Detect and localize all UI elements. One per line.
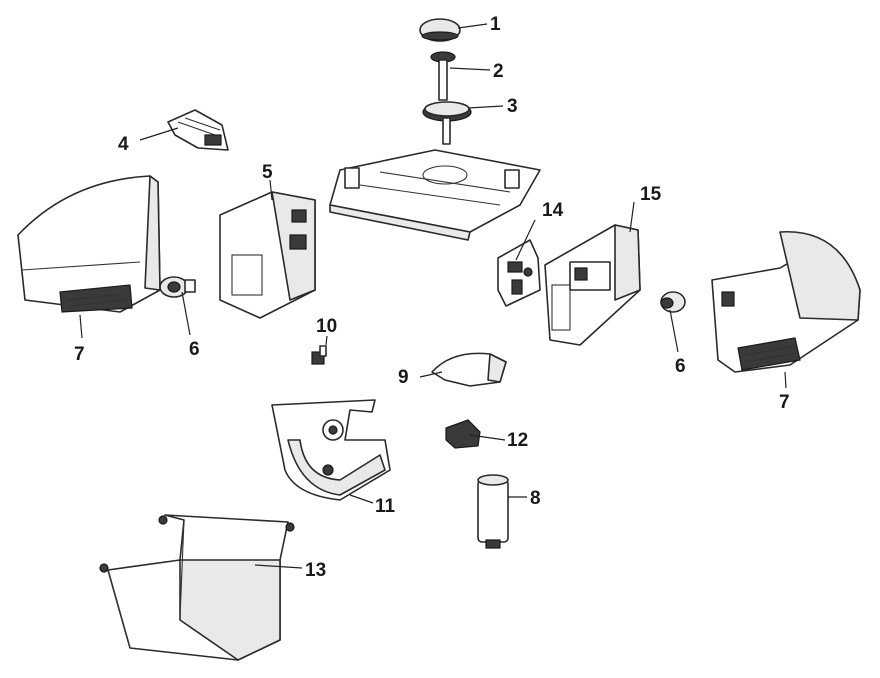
callout-14: 14 [542,200,564,221]
part-15-housing [544,224,641,346]
part-9-lens [431,352,507,387]
callout-12: 12 [507,430,528,451]
part-7-cover-right [711,231,861,373]
part-3-gear [422,101,472,145]
callout-labels: 1 2 3 4 5 6 6 7 7 8 9 10 11 12 13 14 15 [74,14,790,581]
part-7-cover-left [17,175,161,313]
callout-9: 9 [398,367,409,388]
part-14-board [497,239,541,307]
part-11-drive [271,399,391,501]
callout-11: 11 [375,496,396,517]
part-12-sensor [445,419,481,449]
callout-6-right: 6 [675,356,686,377]
part-10-clip [311,345,327,365]
callout-13: 13 [305,560,326,581]
leader-lines [79,23,787,569]
part-1-cap [419,18,461,42]
callout-4: 4 [118,134,129,155]
part-6-socket-left [159,276,196,298]
chassis-plate [329,149,541,241]
callout-10: 10 [316,316,337,337]
part-13-bottom-cover [99,514,295,661]
part-6-socket-right [660,291,686,313]
part-8-capacitor [477,474,509,549]
callout-7-left: 7 [74,344,85,365]
callout-8: 8 [530,488,541,509]
part-2-shaft [430,51,456,101]
part-4-bracket [167,109,229,151]
callout-2: 2 [493,61,504,82]
callout-7-right: 7 [779,392,790,413]
callout-5: 5 [262,162,273,183]
part-5-housing [219,191,316,319]
callout-3: 3 [507,96,518,117]
callout-6-left: 6 [189,339,200,360]
callout-15: 15 [640,184,662,205]
callout-1: 1 [490,14,501,35]
